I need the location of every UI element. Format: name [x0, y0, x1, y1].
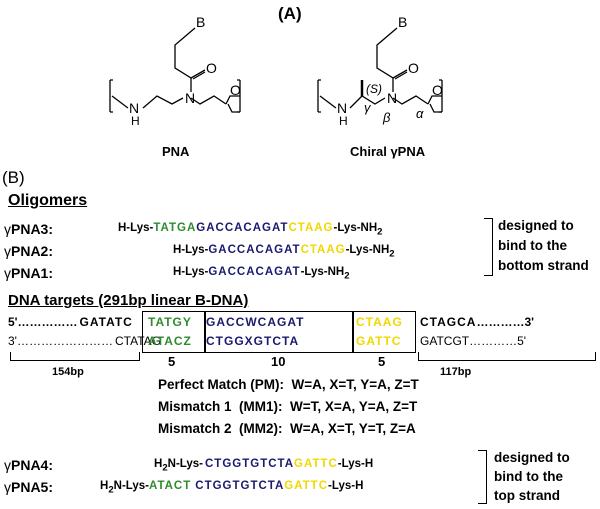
- atom-o: O: [230, 82, 241, 98]
- left-flank-bracket: [10, 352, 140, 361]
- pna-label: PNA: [162, 144, 190, 159]
- dna-targets-title: DNA targets (291bp linear B-DNA): [8, 292, 249, 309]
- designed-top-note: designed to bind to the top strand: [494, 450, 570, 503]
- top-strand-yellow: CTAAG: [356, 315, 403, 329]
- gpna2-sequence: H-Lys-GACCACAGATCTAAG-Lys-NH2: [173, 244, 395, 260]
- beta-label: β: [383, 110, 391, 125]
- atom-o: O: [408, 60, 419, 76]
- gpna3-sequence: H-Lys-TATGAGACCACAGATCTAAG-Lys-NH2: [118, 222, 383, 238]
- atom-o: O: [432, 82, 443, 98]
- bottom-strand-bracket: [484, 218, 493, 276]
- atom-b: B: [196, 14, 206, 30]
- gpna3-name: γPNA3:: [4, 221, 54, 237]
- top-strand-navy: GACCWCAGAT: [206, 315, 305, 329]
- gamma-label: γ: [364, 100, 371, 115]
- bottom-strand: 3'……………………CTATAG: [8, 334, 161, 348]
- atom-n: N: [337, 100, 348, 116]
- atom-h: H: [339, 114, 348, 128]
- panel-b-label: (B): [2, 168, 25, 187]
- yellow-region-box: [352, 311, 416, 353]
- gpna1-sequence: H-Lys-GACCACAGAT-Lys-NH2: [173, 266, 350, 282]
- green-region-box: [142, 311, 206, 353]
- right-flank-bracket: [418, 352, 596, 361]
- perfect-match-legend: Perfect Match (PM): W=A, X=T, Y=A, Z=T: [158, 377, 419, 392]
- atom-n: N: [387, 90, 398, 106]
- gpna4-sequence: H2N-Lys-CTGGTGTCTAGATTC-Lys-H: [154, 458, 374, 474]
- count-yellow: 5: [378, 354, 386, 369]
- oligomers-title: Oligomers: [8, 192, 88, 209]
- count-navy: 10: [271, 354, 286, 369]
- alpha-label: α: [416, 106, 424, 121]
- atom-h: H: [131, 114, 140, 128]
- left-flank-label: 154bp: [52, 366, 84, 378]
- mismatch-2-legend: Mismatch 2 (MM2): W=A, X=T, Y=T, Z=A: [158, 421, 416, 436]
- atom-b: B: [398, 14, 408, 30]
- top-strand-right: CTAGCA…………3': [420, 315, 534, 329]
- count-green: 5: [168, 354, 176, 369]
- bottom-strand-right: GATCGT…………5': [420, 334, 527, 348]
- atom-n: N: [185, 90, 196, 106]
- stereo-s-label: (S): [366, 82, 382, 96]
- designed-bottom-note: designed to bind to the bottom strand: [498, 218, 589, 273]
- gpna1-name: γPNA1:: [4, 265, 54, 281]
- right-flank-label: 117bp: [440, 366, 472, 378]
- gpna4-name: γPNA4:: [4, 457, 54, 473]
- atom-nh: N: [129, 100, 140, 116]
- top-strand-bracket: [478, 450, 487, 504]
- bottom-strand-navy: CTGGXGTCTA: [206, 334, 300, 348]
- gpna5-name: γPNA5:: [4, 479, 54, 495]
- bottom-strand-yellow: GATTC: [356, 334, 402, 348]
- bottom-strand-green: ATACZ: [148, 334, 192, 348]
- gpna2-name: γPNA2:: [4, 243, 54, 259]
- top-strand: 5'……………GATATC: [8, 315, 133, 329]
- panel-a-label: (A): [278, 4, 302, 23]
- atom-o: O: [206, 60, 217, 76]
- mismatch-1-legend: Mismatch 1 (MM1): W=T, X=A, Y=A, Z=T: [158, 399, 418, 414]
- top-strand-green: TATGY: [148, 315, 192, 329]
- gpna-label: Chiral γPNA: [350, 144, 426, 159]
- navy-region-box: [204, 311, 354, 353]
